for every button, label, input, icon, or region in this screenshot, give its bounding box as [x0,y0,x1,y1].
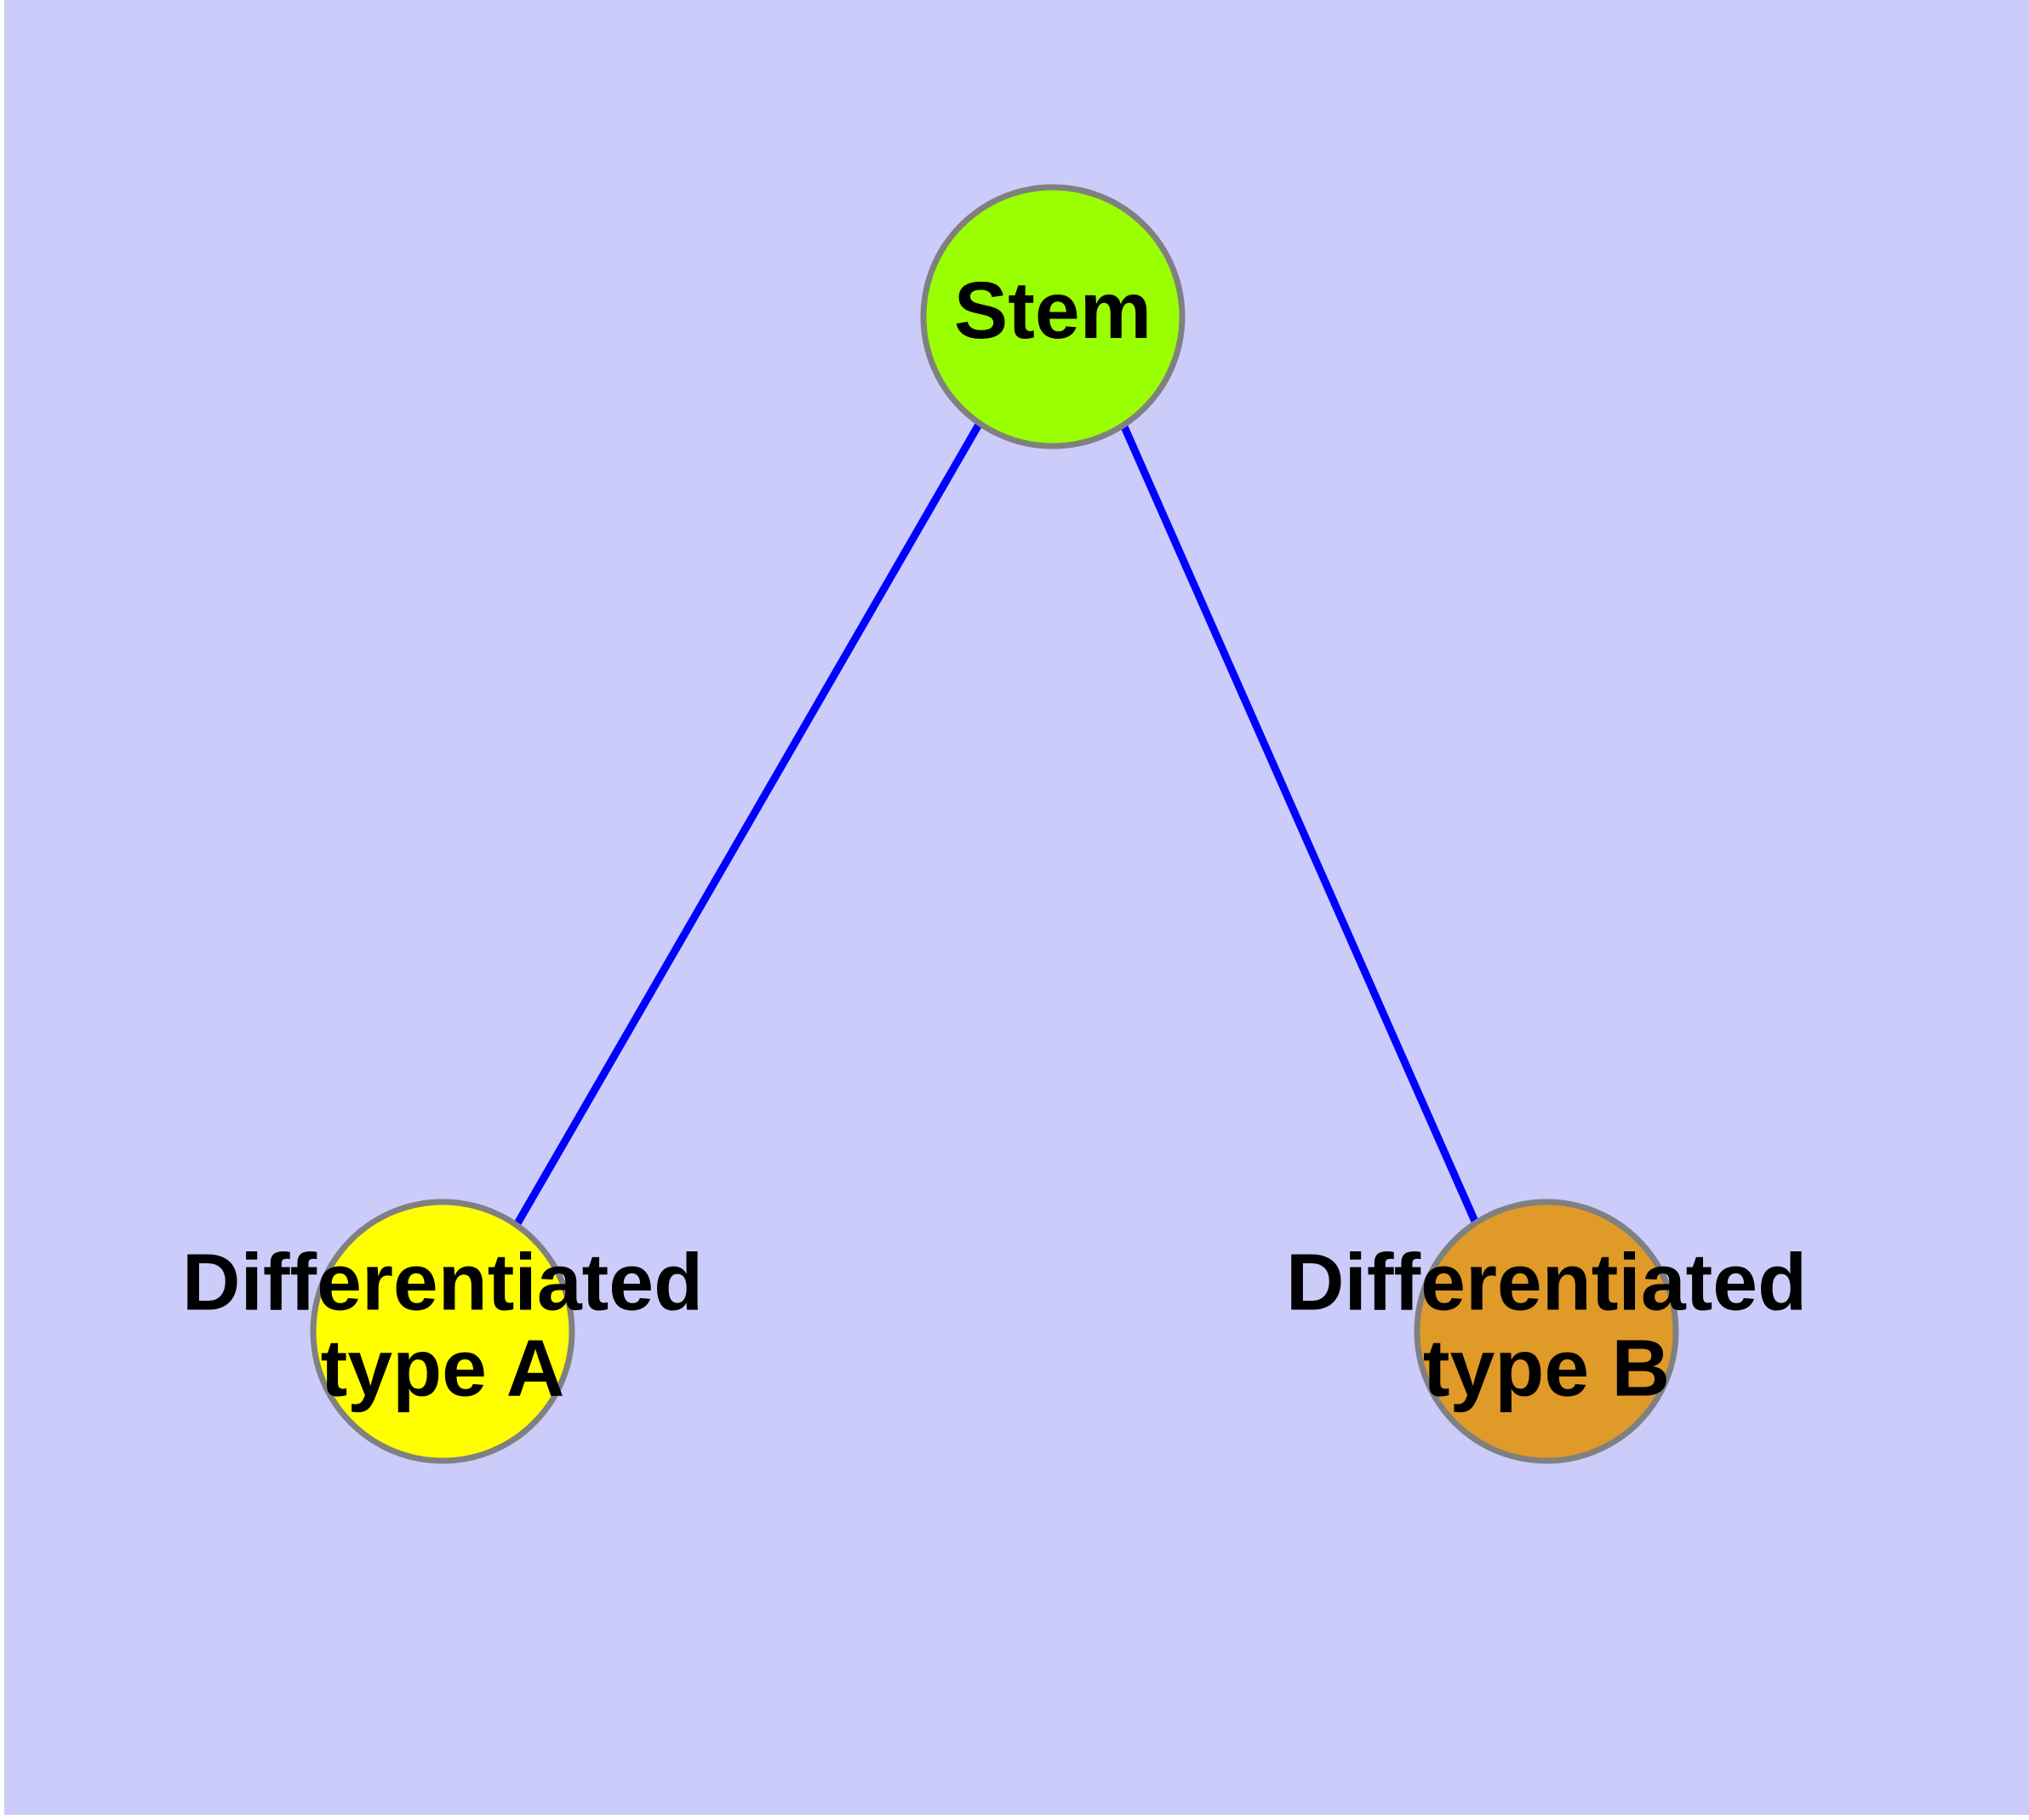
label-line: type B [1423,1323,1670,1413]
graph-node-stem[interactable] [920,184,1186,449]
label-line: Stem [954,266,1152,356]
edges-group [513,421,1480,1228]
graph-node-diff_b[interactable] [1414,1199,1679,1464]
label-line: Differentiated [182,1238,703,1328]
graph-edge-stem-diff_b[interactable] [1119,423,1480,1225]
nodes-group [310,184,1679,1464]
graph-edge-stem-diff_a[interactable] [513,421,983,1228]
graph-node-label-stem: Stem [954,266,1152,356]
label-line: Differentiated [1286,1238,1807,1328]
label-line: type A [321,1323,565,1413]
graph-node-diff_a[interactable] [310,1199,575,1464]
